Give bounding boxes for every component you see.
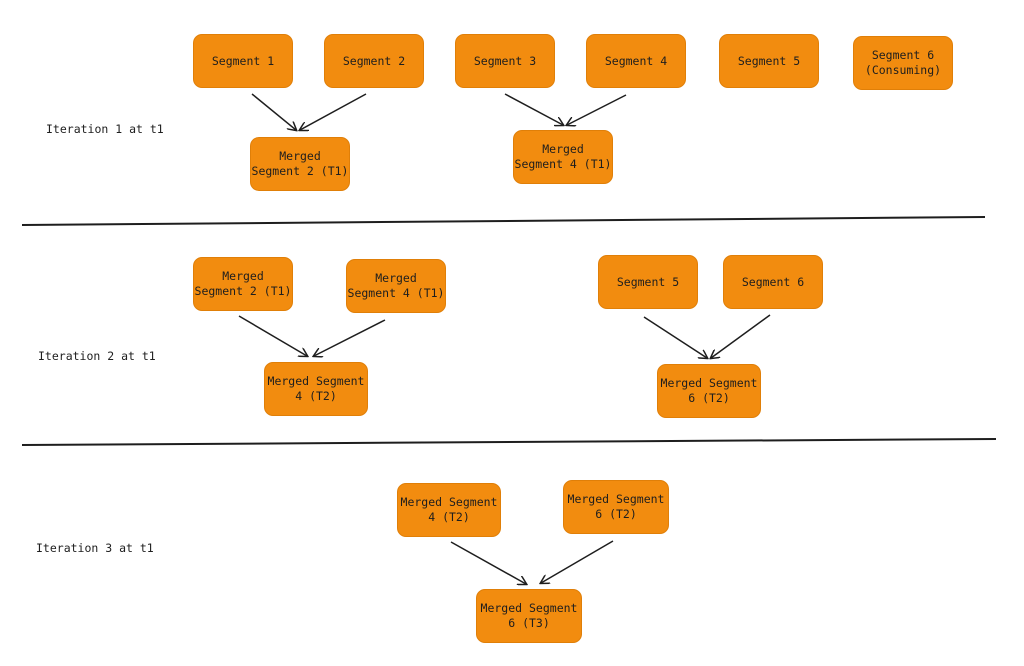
merged-segment-6-t2-box: Merged Segment 6 (T2) — [657, 364, 761, 418]
arrow-m2-to-m4t2 — [238, 315, 307, 356]
merged-segment-6-t2-input-box: Merged Segment 6 (T2) — [563, 480, 669, 534]
merged-segment-6-t3-box: Merged Segment 6 (T3) — [476, 589, 582, 643]
iteration-3-label: Iteration 3 at t1 — [36, 541, 154, 555]
arrow-seg5-to-m6t2 — [643, 316, 707, 358]
merged-segment-4-t2-input-box: Merged Segment 4 (T2) — [397, 483, 501, 537]
merged-segment-4-t1-box: Merged Segment 4 (T1) — [513, 130, 613, 184]
segment-6-input-box: Segment 6 — [723, 255, 823, 309]
segment-4-box: Segment 4 — [586, 34, 686, 88]
segment-5-input-box: Segment 5 — [598, 255, 698, 309]
arrow-m4t2-to-m6t3 — [450, 541, 526, 584]
arrow-seg2-to-merged2 — [300, 93, 367, 130]
arrow-m4-to-m4t2 — [314, 319, 386, 356]
merged-segment-2-t1-input-box: Merged Segment 2 (T1) — [193, 257, 293, 311]
iteration-1-label: Iteration 1 at t1 — [46, 122, 164, 136]
segment-3-box: Segment 3 — [455, 34, 555, 88]
segment-6-consuming-box: Segment 6 (Consuming) — [853, 36, 953, 90]
separator-line-1 — [21, 216, 986, 226]
merged-segment-4-t1-input-box: Merged Segment 4 (T1) — [346, 259, 446, 313]
merged-segment-4-t2-box: Merged Segment 4 (T2) — [264, 362, 368, 416]
segment-2-box: Segment 2 — [324, 34, 424, 88]
segment-1-box: Segment 1 — [193, 34, 293, 88]
arrow-m6t2-to-m6t3 — [541, 540, 614, 583]
segment-5-box: Segment 5 — [719, 34, 819, 88]
iteration-2-label: Iteration 2 at t1 — [38, 349, 156, 363]
separator-line-2 — [21, 438, 997, 446]
arrow-seg4-to-merged4 — [567, 94, 627, 125]
merged-segment-2-t1-box: Merged Segment 2 (T1) — [250, 137, 350, 191]
arrow-seg3-to-merged4 — [504, 93, 563, 125]
arrow-seg6-to-m6t2 — [711, 314, 771, 358]
arrow-seg1-to-merged2 — [251, 93, 296, 130]
